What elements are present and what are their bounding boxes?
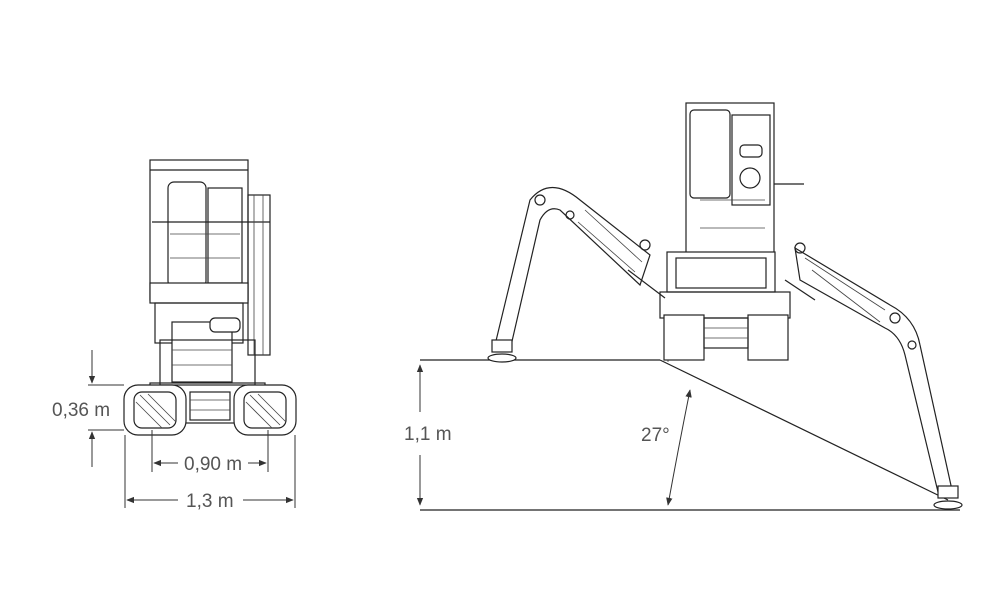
track-height-label: 0,36 m [52, 400, 110, 421]
overall-width-label: 1,3 m [186, 491, 234, 512]
slope-angle-dimension: 27° [641, 389, 692, 506]
side-view-ground [420, 359, 960, 511]
front-track-height-dimension: 0,36 m [52, 350, 124, 467]
front-overall-width-dimension: 1,3 m [124, 435, 296, 512]
front-view-machine [123, 159, 297, 436]
climb-height-dimension: 1,1 m [404, 364, 452, 506]
climb-height-label: 1,1 m [404, 424, 452, 445]
track-gauge-label: 0,90 m [184, 454, 242, 475]
slope-angle-label: 27° [641, 425, 670, 446]
side-view-machine [487, 102, 963, 510]
front-track-gauge-dimension: 0,90 m [151, 430, 269, 475]
